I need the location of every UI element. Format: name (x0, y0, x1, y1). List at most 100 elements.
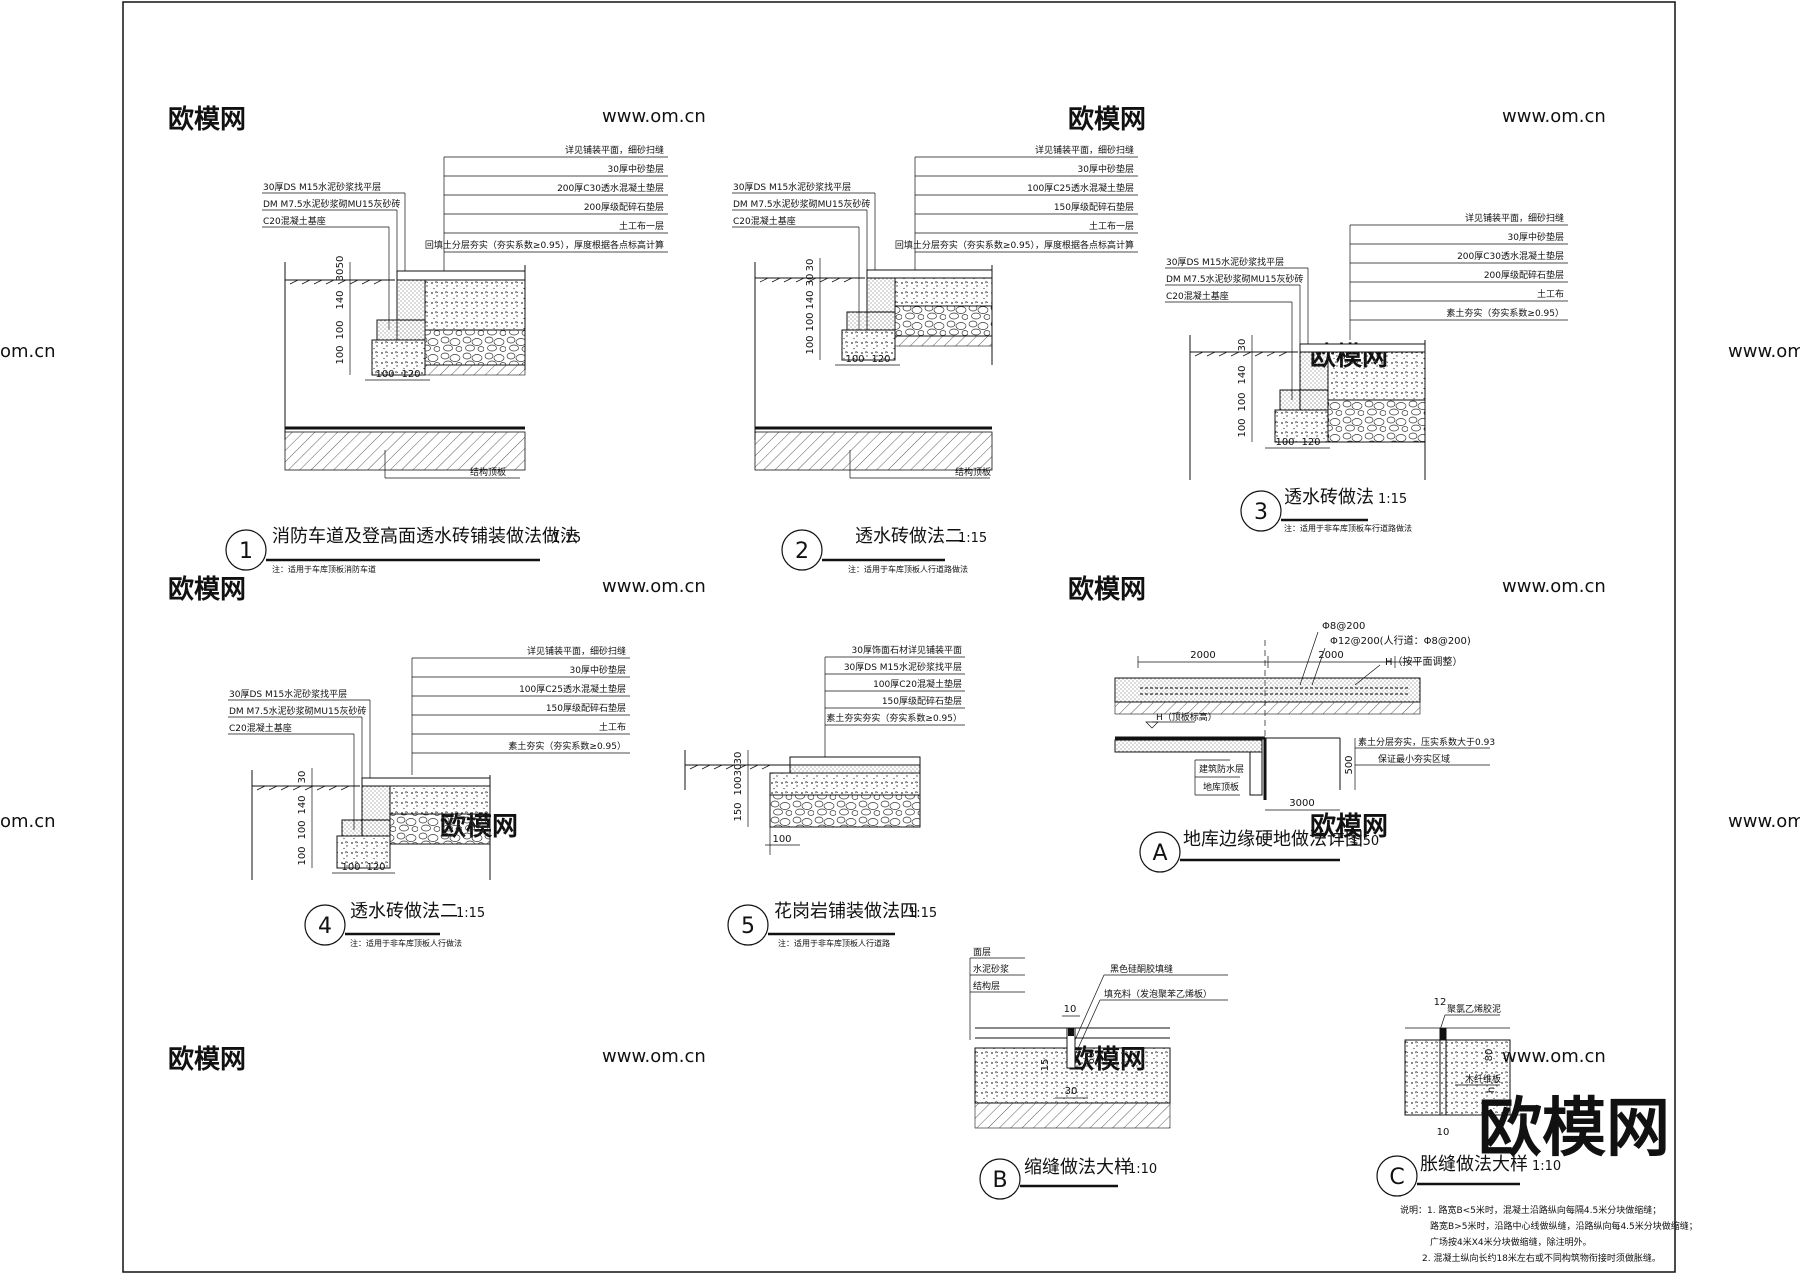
d1-label: 详见铺装平面，细砂扫缝 (565, 144, 664, 156)
dA-rebar: Φ8@200 (1322, 621, 1365, 632)
d4-label: 土工布 (599, 721, 626, 733)
detail-c: 聚氯乙烯胶泥 12 木纤维板 80 h 10 C 胀缝做法大样 1:10 (1376, 997, 1561, 1197)
sheet-frame (122, 1, 1676, 1273)
d4-label: 30厚中砂垫层 (570, 664, 626, 676)
dC-number: C (1389, 1165, 1404, 1190)
detail-1-leaders (262, 156, 668, 330)
d2-label: 30厚DS M15水泥砂浆找平层 (733, 181, 851, 193)
d5-label: 素土夯实夯实（夯实系数≥0.95） (826, 712, 962, 724)
d2-label: C20混凝土基座 (733, 215, 796, 227)
d2-dim: 100 (845, 354, 864, 365)
watermark-brand: 欧模网 (168, 104, 246, 135)
d2-dim: 30 (805, 274, 816, 287)
dC-title: 胀缝做法大样 (1420, 1154, 1528, 1175)
d3-dim: 100 (1237, 392, 1248, 411)
d2-dim: 100 (805, 335, 816, 354)
dB-dim: 60 (1086, 1052, 1097, 1065)
dA-scale: 1:50 (1350, 834, 1379, 849)
watermark-url: www.om.cn (602, 1046, 706, 1067)
d1-dim: 100 (335, 320, 346, 339)
d5-label: 30厚饰面石材详见铺装平面 (852, 644, 962, 656)
d3-label: 30厚DS M15水泥砂浆找平层 (1166, 256, 1284, 268)
d2-title: 透水砖做法二 (855, 526, 963, 547)
d2-scale: 1:15 (958, 531, 987, 546)
d1-dim: 140 (335, 290, 346, 309)
d1-scale: 1:15 (552, 531, 581, 546)
dA-dim-v: 500 (1344, 755, 1355, 774)
d1-label: 200厚级配碎石垫层 (584, 201, 664, 213)
dB-layer: 面层 (973, 947, 991, 958)
d3-dim: 120 (1301, 437, 1320, 448)
d5-title: 花岗岩铺装做法四 (774, 901, 918, 922)
d3-dim: 100 (1237, 418, 1248, 437)
d4-label: 30厚DS M15水泥砂浆找平层 (229, 688, 347, 700)
d2-label: 30厚中砂垫层 (1078, 163, 1134, 175)
d2-dim: 120 (871, 354, 890, 365)
watermark-url: om.cn (0, 341, 56, 362)
d1-dim: 120 (401, 369, 420, 380)
d5-label: 30厚DS M15水泥砂浆找平层 (844, 661, 962, 673)
dA-dim-b: 3000 (1289, 798, 1314, 809)
d5-label: 150厚级配碎石垫层 (882, 695, 962, 707)
d2-label: 100厚C25透水混凝土垫层 (1027, 182, 1134, 194)
detail-b: 面层 水泥砂浆 结构层 黑色硅酮胶填缝 填充料（发泡聚苯乙烯板） 10 15 6… (969, 947, 1228, 1200)
d4-dim: 100 (341, 862, 360, 873)
d5-label: 100厚C20混凝土垫层 (873, 678, 962, 690)
d3-dim: 30 (1237, 339, 1248, 352)
dB-number: B (992, 1168, 1007, 1193)
dA-dim: 2000 (1190, 650, 1215, 661)
d3-label: C20混凝土基座 (1166, 290, 1229, 302)
d3-label: 30厚中砂垫层 (1508, 231, 1564, 243)
d3-label: 素土夯实（夯实系数≥0.95） (1446, 307, 1564, 319)
watermark-brand: 欧模网 (1068, 104, 1146, 135)
d2-note: 注：适用于车库顶板人行道路做法 (848, 564, 968, 574)
watermark-url: www.om.cn (1728, 341, 1800, 362)
d2-label: 150厚级配碎石垫层 (1054, 201, 1134, 213)
detail-3: 详见铺装平面，细砂扫缝 30厚中砂垫层 200厚C30透水混凝土垫层 200厚级… (1165, 212, 1568, 533)
d5-dim: 100 (733, 776, 744, 795)
note-line: 广场按4米X4米分块做缩缝，除注明外。 (1430, 1236, 1592, 1248)
d1-number: 1 (239, 539, 253, 564)
d4-label: 素土夯实（夯实系数≥0.95） (508, 740, 626, 752)
d5-scale: 1:15 (908, 906, 937, 921)
note-line: 2. 混凝土纵向长约18米左右或不同构筑物衔接时须做胀缝。 (1422, 1252, 1661, 1264)
watermark-brand: 欧模网 (1068, 574, 1146, 605)
dC-dim: 80 (1484, 1049, 1495, 1062)
d1-slab-label: 结构顶板 (470, 466, 506, 478)
d5-dim: 150 (733, 802, 744, 821)
d5-number: 5 (741, 914, 755, 939)
watermark-url: www.om.cn (602, 576, 706, 597)
d2-dim: 100 (805, 312, 816, 331)
d5-dim: 100 (772, 834, 791, 845)
dB-title: 缩缝做法大样 (1024, 1157, 1132, 1178)
detail-1: 详见铺装平面，细砂扫缝 30厚中砂垫层 200厚C30透水混凝土垫层 200厚级… (225, 144, 668, 574)
dC-dim: 10 (1437, 1127, 1450, 1138)
dA-title: 地库边缘硬地做法详图 (1183, 829, 1363, 850)
d1-label: 200厚C30透水混凝土垫层 (557, 182, 664, 194)
watermark-url: www.om.cn (1502, 1046, 1606, 1067)
d4-note: 注：适用于非车库顶板人行做法 (350, 938, 462, 948)
dA-waterproof: 建筑防水层 (1199, 763, 1244, 775)
d4-number: 4 (318, 914, 332, 939)
d3-number: 3 (1254, 500, 1268, 525)
d1-dim: 100 (375, 369, 394, 380)
d1-dim: 50 (335, 256, 346, 269)
d1-note: 注：适用于车库顶板消防车道 (272, 564, 376, 574)
d1-dim: 30 (335, 269, 346, 282)
d3-note: 注：适用于非车库顶板车行道路做法 (1284, 523, 1412, 533)
watermark-url: www.om.cn (602, 106, 706, 127)
d2-dim: 140 (805, 290, 816, 309)
dB-dim: 30 (1065, 1086, 1078, 1097)
d1-label: C20混凝土基座 (263, 215, 326, 227)
d1-label: 回填土分层夯实（夯实系数≥0.95），厚度根据各点标高计算 (425, 239, 664, 251)
d4-dim: 140 (297, 795, 308, 814)
d4-label: DM M7.5水泥砂浆砌MU15灰砂砖 (229, 705, 366, 717)
dA-rebar: Φ12@200(人行道：Φ8@200) (1330, 634, 1471, 647)
d4-dim: 30 (297, 771, 308, 784)
d1-dim: 100 (335, 345, 346, 364)
note-line: 路宽B>5米时，沿路中心线做纵缝，沿路纵向每4.5米分块做缩缝； (1430, 1220, 1698, 1232)
d2-label: 土工布一层 (1089, 220, 1134, 232)
dA-h-label: H（顶板标高） (1156, 711, 1217, 723)
dB-layer: 结构层 (973, 980, 1000, 992)
d4-label: 100厚C25透水混凝土垫层 (519, 683, 626, 695)
